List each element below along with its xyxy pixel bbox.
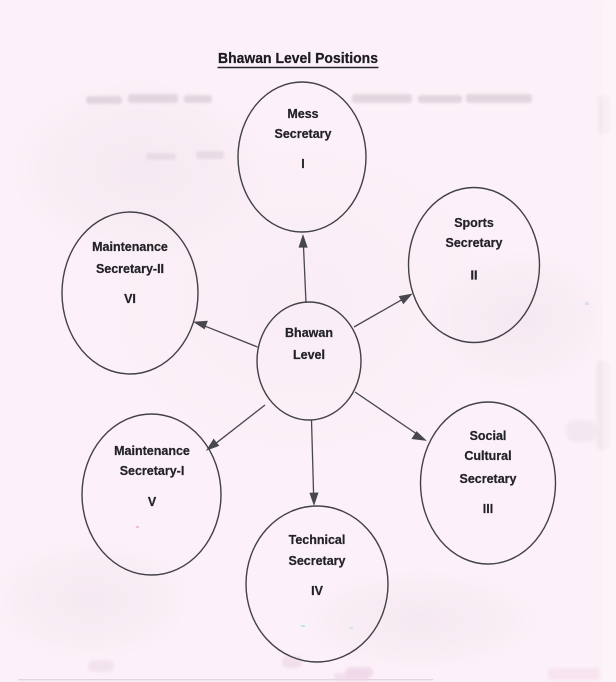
svg-text:Bhawan: Bhawan: [285, 326, 333, 340]
svg-text:Social: Social: [470, 429, 507, 443]
svg-text:Sports: Sports: [454, 216, 494, 230]
svg-text:Secretary-II: Secretary-II: [96, 262, 164, 276]
svg-text:Level: Level: [293, 348, 325, 362]
svg-text:VI: VI: [124, 292, 136, 306]
svg-text:Maintenance: Maintenance: [114, 444, 190, 458]
svg-text:Maintenance: Maintenance: [92, 240, 168, 254]
svg-text:Secretary-I: Secretary-I: [120, 464, 185, 478]
svg-text:Secretary: Secretary: [289, 554, 346, 568]
svg-text:Technical: Technical: [289, 533, 346, 547]
svg-text:III: III: [483, 502, 493, 516]
svg-text:Mess: Mess: [287, 107, 318, 121]
svg-text:Bhawan Level Positions: Bhawan Level Positions: [218, 50, 378, 67]
svg-text:Secretary: Secretary: [446, 236, 503, 250]
svg-text:Cultural: Cultural: [464, 449, 511, 463]
svg-text:I: I: [301, 157, 304, 171]
svg-text:Secretary: Secretary: [275, 127, 332, 141]
svg-text:Secretary: Secretary: [460, 472, 517, 486]
svg-text:II: II: [471, 269, 478, 283]
svg-text:IV: IV: [311, 584, 323, 598]
svg-text:V: V: [148, 495, 157, 509]
